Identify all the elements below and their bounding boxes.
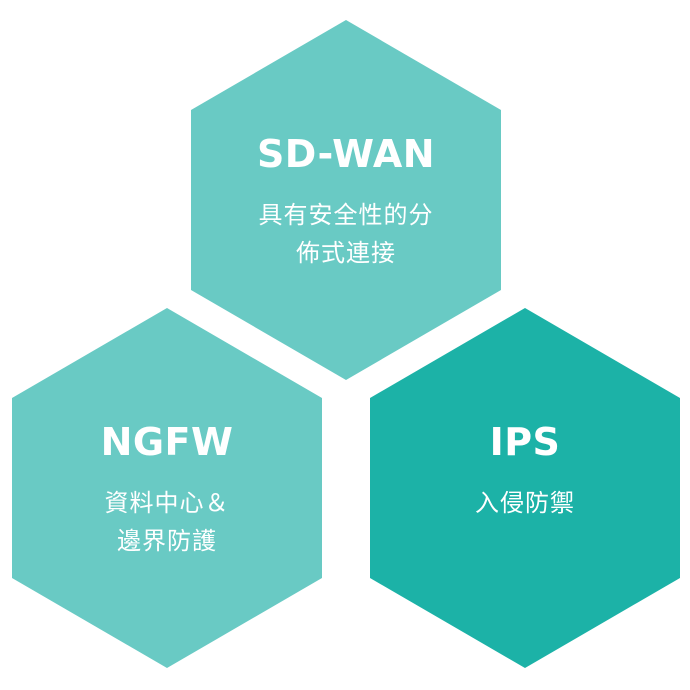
ips-label-group: IPS 入侵防禦	[405, 420, 645, 522]
hexagon-sdwan	[191, 20, 501, 380]
ips-title: IPS	[489, 420, 561, 464]
ips-description-line-1: 入侵防禦	[475, 489, 575, 517]
sdwan-description-line-1: 具有安全性的分	[258, 201, 434, 229]
ngfw-description-line-1: 資料中心＆	[104, 489, 230, 517]
sdwan-label-group: SD-WAN 具有安全性的分 佈式連接	[226, 132, 466, 272]
ngfw-description: 資料中心＆ 邊界防護	[47, 484, 287, 560]
ngfw-description-line-2: 邊界防護	[117, 527, 217, 555]
sdwan-description-line-2: 佈式連接	[296, 239, 396, 267]
ips-description: 入侵防禦	[405, 484, 645, 522]
sdwan-description: 具有安全性的分 佈式連接	[226, 196, 466, 272]
hexagon-ips	[370, 308, 680, 668]
ngfw-title: NGFW	[100, 420, 234, 464]
ngfw-label-group: NGFW 資料中心＆ 邊界防護	[47, 420, 287, 560]
sdwan-title: SD-WAN	[256, 132, 436, 176]
hexagon-ngfw	[12, 308, 322, 668]
